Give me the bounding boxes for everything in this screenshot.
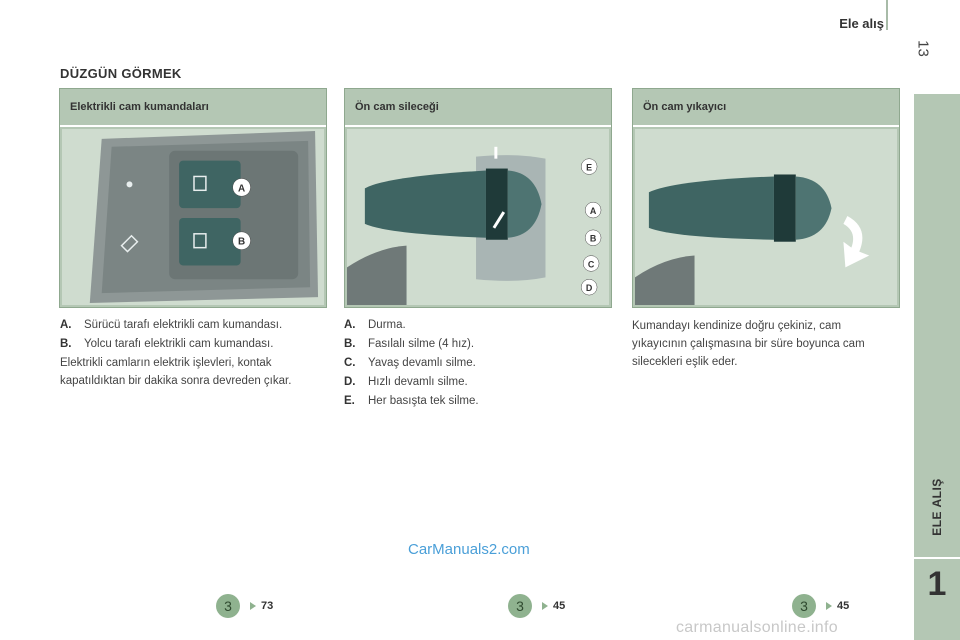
list-item: C. Yavaş devamlı silme. bbox=[344, 354, 619, 372]
watermark-link[interactable]: CarManuals2.com bbox=[408, 541, 530, 558]
item-letter: A. bbox=[60, 319, 72, 331]
watermark-bottom: carmanualsonline.info bbox=[676, 619, 838, 636]
callout-e: E bbox=[586, 163, 592, 173]
panel-title: Ön cam sileceği bbox=[345, 89, 611, 127]
item-desc: Fasılalı silme (4 hız). bbox=[368, 338, 475, 350]
callout-c: C bbox=[588, 259, 595, 269]
panel-title: Ön cam yıkayıcı bbox=[633, 89, 899, 127]
list-item: B. Yolcu tarafı elektrikli cam kumandası… bbox=[60, 335, 335, 353]
panel-window-controls: Elektrikli cam kumandaları A B bbox=[59, 88, 327, 308]
callout-d: D bbox=[586, 283, 593, 293]
panel-title: Elektrikli cam kumandaları bbox=[60, 89, 326, 127]
chapter-tab bbox=[914, 94, 960, 640]
window-switch-illustration: A B bbox=[62, 129, 324, 305]
ref-page-number: 73 bbox=[261, 600, 274, 612]
item-desc: Her basışta tek silme. bbox=[368, 395, 479, 407]
col-wiper-text: A. Durma. B. Fasılalı silme (4 hız). C. … bbox=[344, 316, 619, 411]
arrow-right-icon bbox=[826, 602, 832, 610]
chapter-number: 1 bbox=[927, 565, 947, 603]
list-item: A. Durma. bbox=[344, 316, 619, 334]
page-reference[interactable]: 3 73 bbox=[216, 594, 273, 618]
switch-a bbox=[179, 160, 241, 209]
item-letter: B. bbox=[344, 338, 356, 350]
section-title: DÜZGÜN GÖRMEK bbox=[60, 66, 182, 81]
col-washer-text: Kumandayı kendinize doğru çekiniz, cam y… bbox=[632, 316, 897, 371]
page-number: 13 bbox=[914, 40, 932, 57]
item-letter: C. bbox=[344, 357, 356, 369]
panel-washer: Ön cam yıkayıcı bbox=[632, 88, 900, 308]
list-item: A. Sürücü tarafı elektrikli cam kumandas… bbox=[60, 316, 335, 334]
panel-wiper: Ön cam sileceği E A B C D bbox=[344, 88, 612, 308]
list-item: E. Her basışta tek silme. bbox=[344, 392, 619, 410]
washer-note: Kumandayı kendinize doğru çekiniz, cam y… bbox=[632, 320, 865, 368]
item-desc: Yavaş devamlı silme. bbox=[368, 357, 476, 369]
item-desc: Hızlı devamlı silme. bbox=[368, 376, 468, 388]
window-note: Elektrikli camların elektrik işlevleri, … bbox=[60, 357, 292, 387]
page-reference[interactable]: 3 45 bbox=[792, 594, 849, 618]
item-desc: Sürücü tarafı elektrikli cam kumandası. bbox=[84, 319, 283, 331]
list-item: D. Hızlı devamlı silme. bbox=[344, 373, 619, 391]
col-window-controls-text: A. Sürücü tarafı elektrikli cam kumandas… bbox=[60, 316, 335, 390]
wiper-stalk-illustration: E A B C D bbox=[347, 129, 609, 305]
switch-b bbox=[179, 217, 241, 266]
chapter-tab-separator bbox=[914, 557, 960, 559]
list-item: B. Fasılalı silme (4 hız). bbox=[344, 335, 619, 353]
item-letter: A. bbox=[344, 319, 356, 331]
arrow-right-icon bbox=[542, 602, 548, 610]
callout-a: A bbox=[590, 206, 597, 216]
arrow-right-icon bbox=[250, 602, 256, 610]
item-desc: Durma. bbox=[368, 319, 406, 331]
chapter-badge: 3 bbox=[216, 594, 240, 618]
item-letter: D. bbox=[344, 376, 356, 388]
chapter-tab-label: ELE ALIŞ bbox=[930, 478, 944, 536]
running-header: Ele alış bbox=[839, 16, 884, 31]
item-letter: E. bbox=[344, 395, 355, 407]
washer-stalk-illustration bbox=[635, 129, 897, 305]
callout-b: B bbox=[238, 237, 245, 248]
page-reference[interactable]: 3 45 bbox=[508, 594, 565, 618]
item-desc: Yolcu tarafı elektrikli cam kumandası. bbox=[84, 338, 274, 350]
chapter-badge: 3 bbox=[792, 594, 816, 618]
callout-a: A bbox=[238, 183, 245, 194]
ref-page-number: 45 bbox=[553, 600, 566, 612]
chapter-badge: 3 bbox=[508, 594, 532, 618]
item-letter: B. bbox=[60, 338, 72, 350]
callout-b: B bbox=[590, 234, 597, 244]
header-rule bbox=[886, 0, 888, 30]
ref-page-number: 45 bbox=[837, 600, 850, 612]
